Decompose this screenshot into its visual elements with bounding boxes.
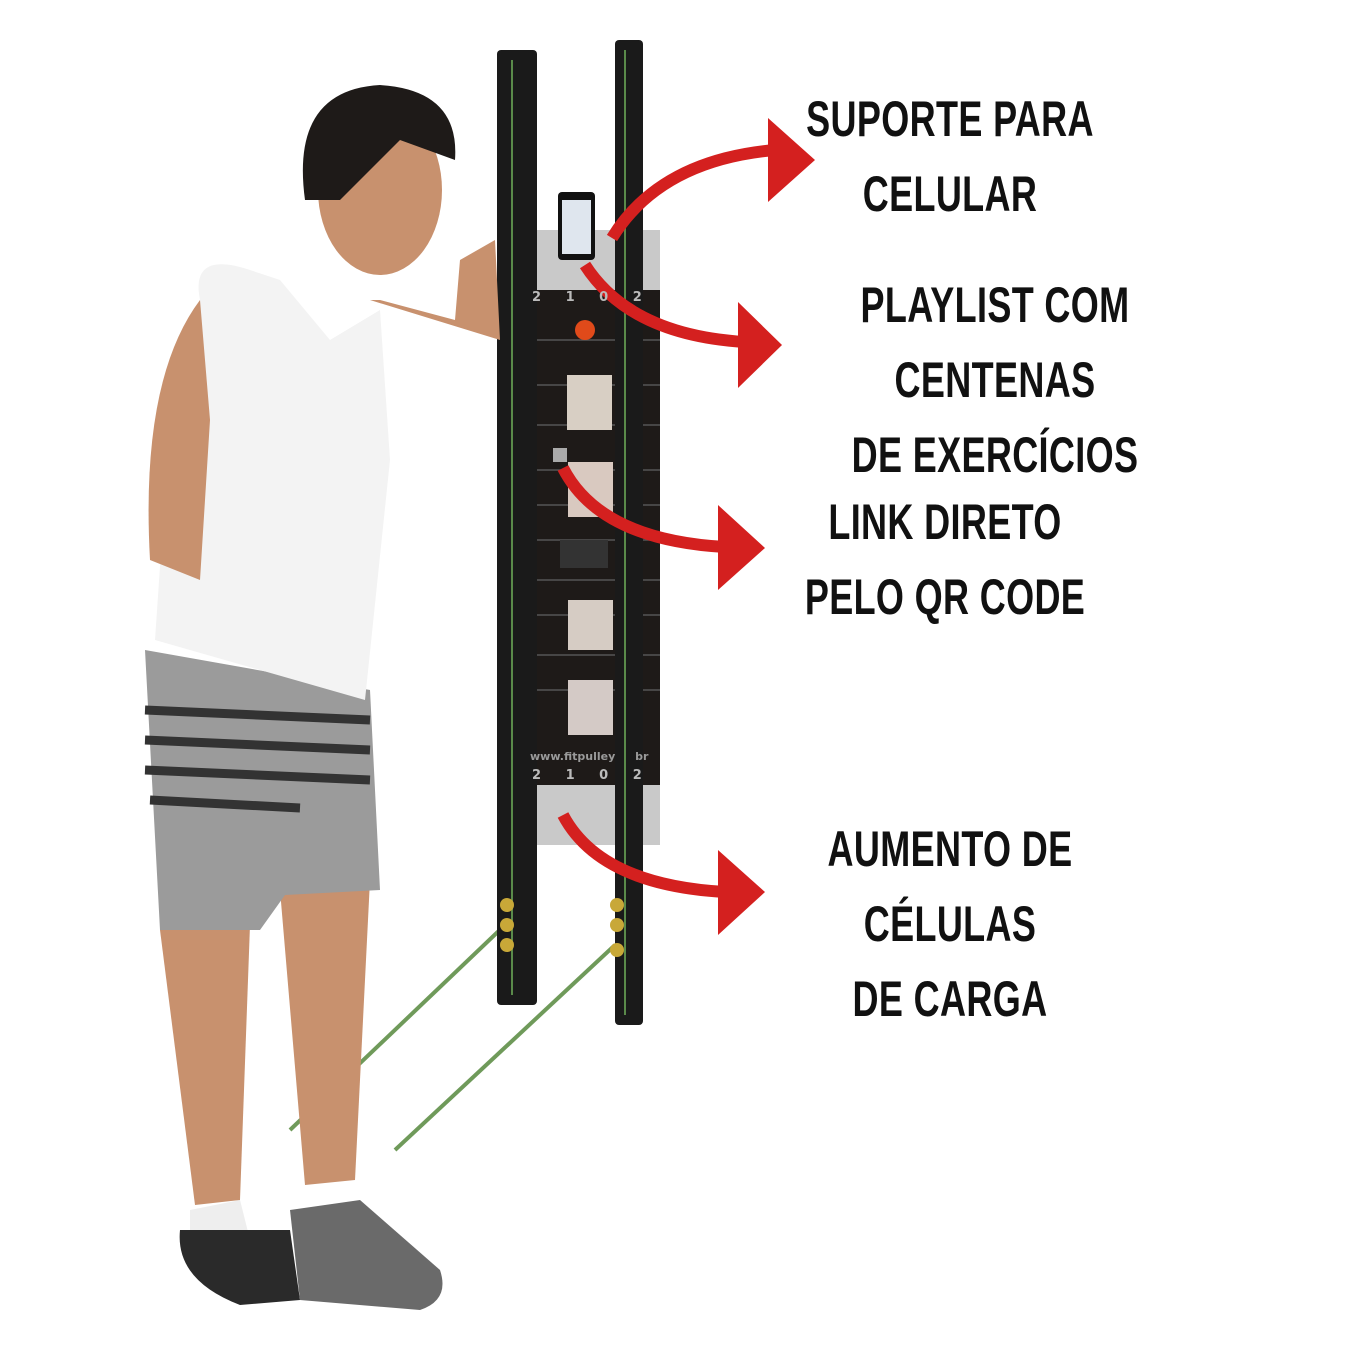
phone-holder bbox=[558, 192, 595, 260]
callout-line: DE CARGA bbox=[852, 971, 1048, 1027]
scale-label: 2 bbox=[532, 768, 542, 783]
callout-playlist: PLAYLIST COM CENTENAS DE EXERCÍCIOS bbox=[808, 268, 1182, 493]
callout-arrows bbox=[557, 118, 815, 935]
scale-label: 2 bbox=[632, 768, 642, 783]
board-scale-top: 2 1 0 2 bbox=[532, 290, 642, 305]
callout-line: DE EXERCÍCIOS bbox=[851, 427, 1139, 483]
website-suffix: br bbox=[635, 750, 649, 763]
exercise-thumbnail bbox=[568, 680, 613, 735]
exercise-thumbnail bbox=[567, 375, 612, 430]
callout-line: PLAYLIST COM CENTENAS bbox=[860, 277, 1130, 408]
callout-load-cells: AUMENTO DE CÉLULAS DE CARGA bbox=[763, 812, 1137, 1037]
callout-line: SUPORTE PARA bbox=[806, 91, 1094, 147]
scale-label: 0 bbox=[599, 768, 609, 783]
scale-label: 1 bbox=[565, 768, 575, 783]
exercise-thumbnail bbox=[568, 600, 613, 650]
callout-line: LINK DIRETO bbox=[828, 494, 1062, 550]
board-scale-bottom: 2 1 0 2 bbox=[532, 768, 642, 783]
scale-label: 1 bbox=[565, 290, 575, 305]
load-table bbox=[560, 540, 608, 568]
callout-qr-code: LINK DIRETO PELO QR CODE bbox=[758, 485, 1132, 635]
callout-line: CELULAR bbox=[862, 166, 1038, 222]
callout-line: PELO QR CODE bbox=[804, 569, 1086, 625]
scale-label: 0 bbox=[599, 290, 609, 305]
website-text: www.fitpulley bbox=[530, 750, 616, 763]
person bbox=[144, 85, 500, 1310]
qr-code-icon bbox=[553, 448, 567, 462]
callout-phone-holder: SUPORTE PARA CELULAR bbox=[763, 82, 1137, 232]
board-website: www.fitpulley br bbox=[530, 750, 648, 763]
board-logo bbox=[575, 320, 595, 340]
scale-label: 2 bbox=[632, 290, 642, 305]
scale-label: 2 bbox=[532, 290, 542, 305]
callout-line: AUMENTO DE CÉLULAS bbox=[827, 821, 1073, 952]
